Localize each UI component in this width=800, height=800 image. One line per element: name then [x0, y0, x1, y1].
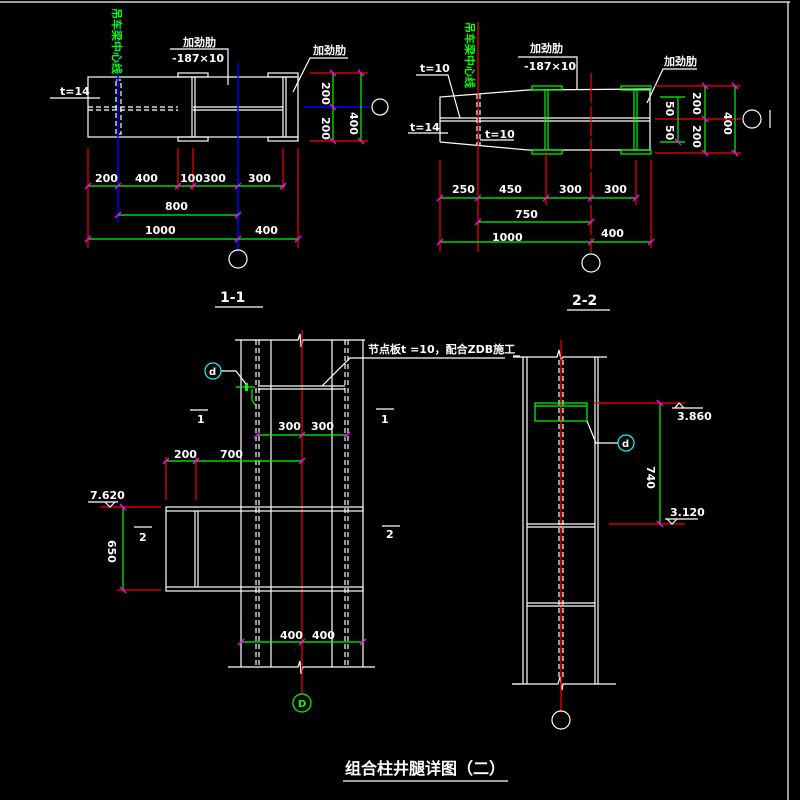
axis-bubble: [742, 109, 762, 129]
plate-thickness: t=14: [60, 85, 90, 98]
dim: 400: [601, 227, 624, 240]
section-mark: 1: [381, 413, 389, 426]
dim: 1000: [145, 224, 176, 237]
axis-bubble: [371, 98, 389, 116]
stiffener-size: -187×10: [172, 52, 224, 65]
elevation-bottom: 3.120: [670, 506, 705, 519]
axis-bubble-d: [292, 693, 312, 713]
axis-bubble: [551, 710, 571, 730]
axis-label: D: [298, 699, 306, 710]
thickness-web: t=10: [485, 128, 515, 141]
view-2-2-plan: [408, 22, 771, 311]
dim: 400: [280, 629, 303, 642]
stiffener-label: 加劲肋: [529, 41, 563, 55]
stiffener-label-right: 加劲肋: [663, 54, 697, 68]
dim: 200: [690, 125, 703, 148]
view-label-1-1: 1-1: [220, 290, 245, 306]
dim: 300: [248, 172, 271, 185]
elevation-mark: 7.620: [90, 489, 125, 502]
dim: 700: [220, 448, 243, 461]
dim: 300: [203, 172, 226, 185]
dim: 1000: [492, 231, 523, 244]
callout-bubble: [617, 434, 635, 452]
dim: 200: [690, 92, 703, 115]
column-section: [512, 340, 703, 730]
dim: 300: [311, 420, 334, 433]
crane-axis-label-2: 吊车梁中心线: [463, 22, 477, 88]
dim: 650: [105, 540, 118, 563]
callout-bubble: [204, 362, 222, 380]
drawing-title: 组合柱井腿详图（二）: [345, 759, 505, 778]
node-plate-note: 节点板t =10，配合ZDB施工: [368, 342, 515, 356]
section-mark: 1: [197, 413, 205, 426]
dim: 400: [312, 629, 335, 642]
view-label-2-2: 2-2: [572, 293, 597, 309]
dim: 300: [278, 420, 301, 433]
dim: 200: [319, 117, 332, 140]
dim: 300: [604, 183, 627, 196]
elevation-top: 3.860: [677, 410, 712, 423]
dim: 740: [644, 466, 657, 489]
dim: 50: [663, 125, 676, 141]
axis-bubble: [228, 249, 248, 269]
stiffener-label-right: 加劲肋: [312, 43, 346, 57]
dim: 300: [559, 183, 582, 196]
dim: 200: [95, 172, 118, 185]
section-mark: 2: [386, 528, 394, 541]
dim: 400: [135, 172, 158, 185]
dim: 250: [452, 183, 475, 196]
thickness-top: t=10: [420, 62, 450, 75]
dim: 200: [319, 82, 332, 105]
view-1-1-plan: [50, 18, 389, 308]
dim: 400: [347, 112, 360, 135]
dim: 50: [663, 101, 676, 117]
dim: 100: [180, 172, 203, 185]
axis-bubble: [581, 253, 601, 273]
callout-label: d: [622, 439, 629, 450]
dim: 800: [165, 200, 188, 213]
stiffener-size: -187×10: [524, 60, 576, 73]
dim: 750: [515, 208, 538, 221]
dim: 400: [721, 112, 734, 135]
column-elevation: [88, 330, 520, 713]
dim: 200: [174, 448, 197, 461]
stiffener-label: 加劲肋: [182, 35, 216, 49]
section-mark: 2: [139, 531, 147, 544]
crane-axis-label-1: 吊车梁中心线: [110, 8, 124, 74]
thickness-left: t=14: [410, 121, 440, 134]
dim: 450: [499, 183, 522, 196]
callout-label: d: [209, 367, 216, 378]
dim: 400: [255, 224, 278, 237]
